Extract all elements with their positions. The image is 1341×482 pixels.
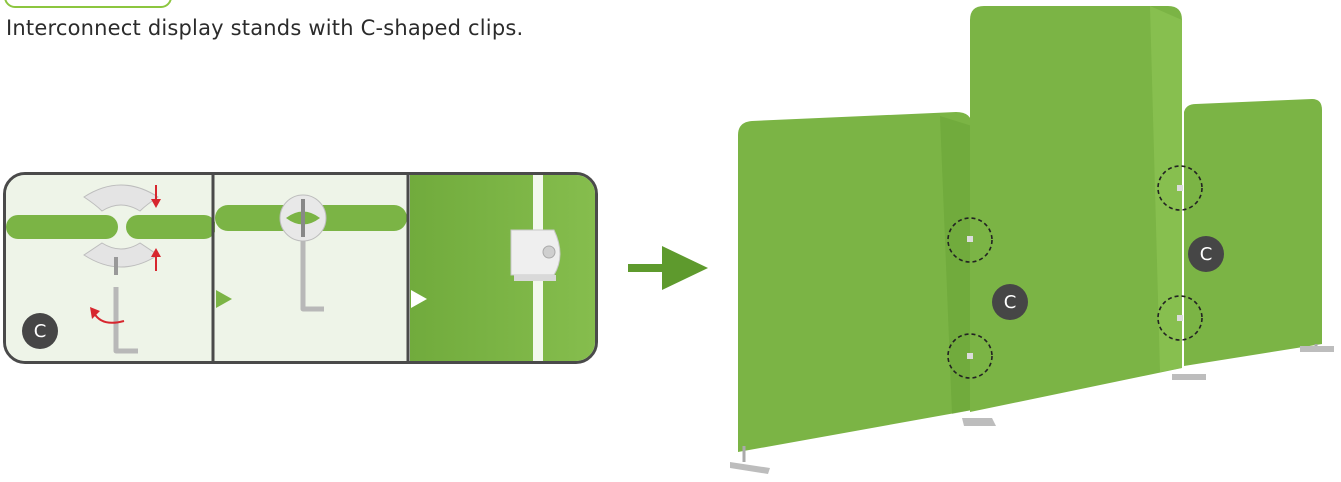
instruction-caption: Interconnect display stands with C-shape… xyxy=(6,16,524,40)
step-panel-strip: C xyxy=(3,172,598,364)
step-badge: C xyxy=(22,313,58,349)
step-panel-3 xyxy=(410,175,595,361)
display-stand-center xyxy=(962,6,1182,426)
play-triangle-icon xyxy=(411,290,427,308)
display-stand-left xyxy=(730,112,972,474)
stand-badge-left: C xyxy=(992,284,1028,320)
play-triangle-icon xyxy=(216,290,232,308)
allen-key-icon xyxy=(113,287,138,354)
rotate-arrow-icon xyxy=(90,307,125,324)
step-panel-2 xyxy=(215,175,407,361)
stand-badge-right: C xyxy=(1188,236,1224,272)
header-tab-outline xyxy=(4,0,172,8)
compress-arrow-top-icon xyxy=(151,185,161,208)
step-panels-illustration xyxy=(6,175,595,361)
arrow-right-icon xyxy=(628,246,708,290)
clip-marker-circles xyxy=(947,165,1203,379)
compress-arrow-bottom-icon xyxy=(151,248,161,271)
